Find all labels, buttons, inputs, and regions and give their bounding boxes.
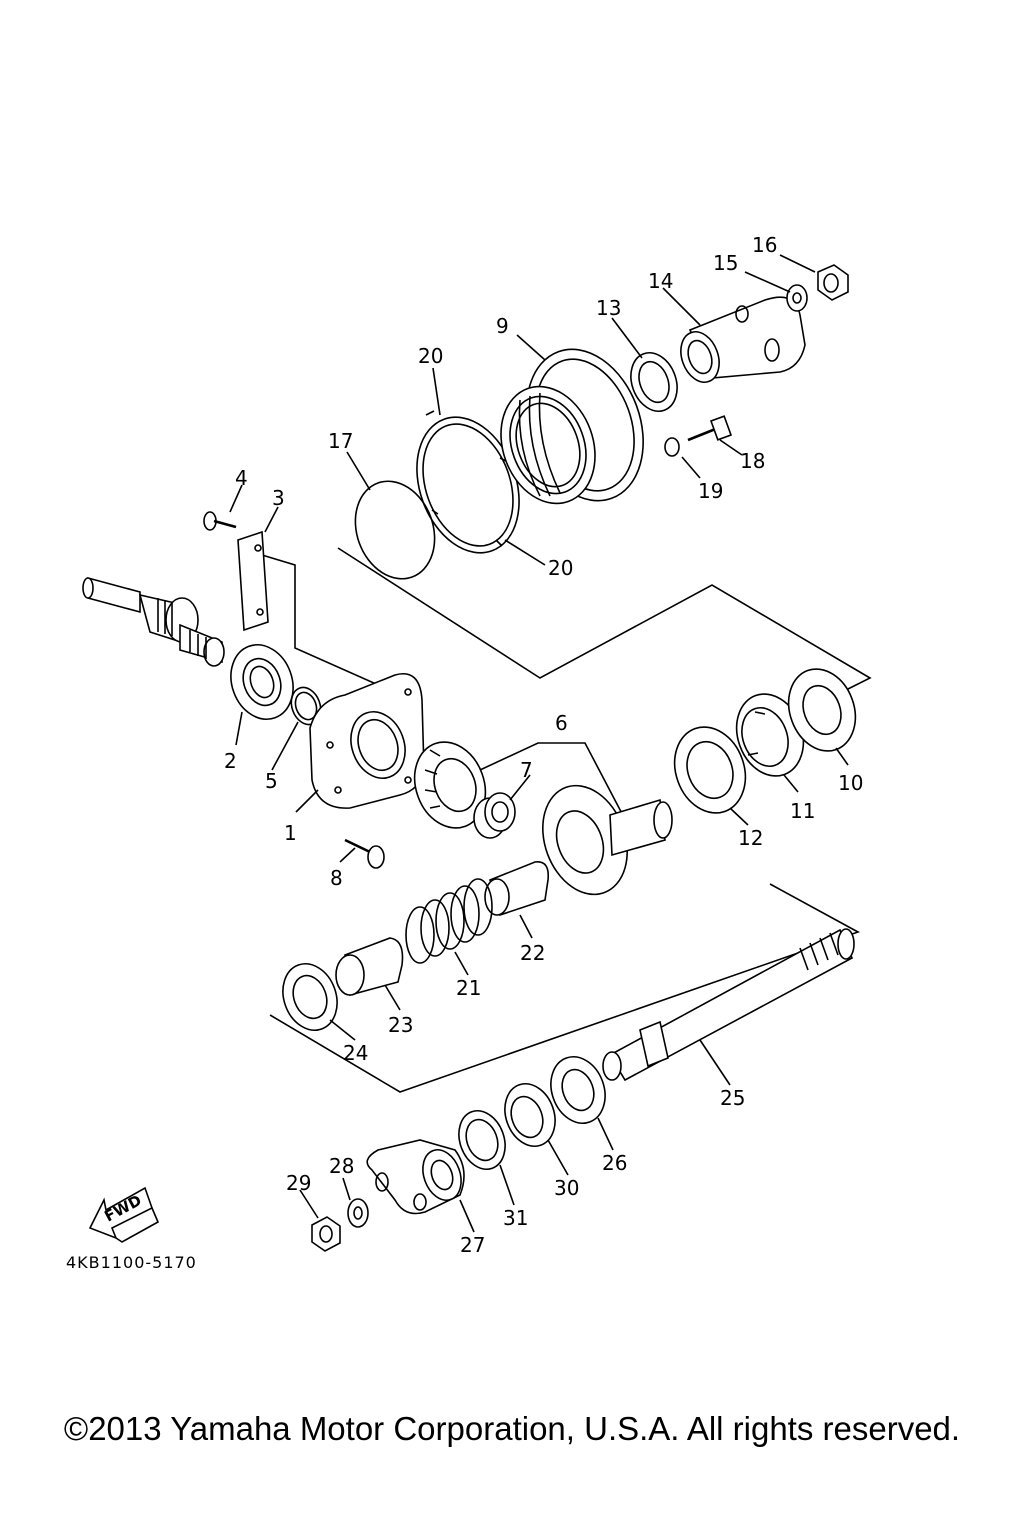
part-label-20-upper: 20 (418, 344, 443, 368)
part-label-7: 7 (520, 758, 533, 782)
part-label-9: 9 (496, 314, 509, 338)
part-6-bevel-gear-small (413, 741, 487, 829)
part-16-nut (817, 264, 849, 301)
part-2-bearing (230, 644, 294, 720)
part-label-19: 19 (698, 479, 723, 503)
part-label-22: 22 (520, 941, 545, 965)
part-label-27: 27 (460, 1233, 485, 1257)
assembly-bracket-gear (479, 742, 629, 826)
part-label-24: 24 (343, 1041, 368, 1065)
part-label-16: 16 (752, 233, 777, 257)
assembly-bracket-upper (337, 547, 872, 693)
part-9-housing (500, 348, 644, 505)
part-27-yoke (366, 1139, 465, 1215)
part-label-17: 17 (328, 429, 353, 453)
part-30-ring-nut (504, 1083, 556, 1147)
part-label-15: 15 (713, 251, 738, 275)
part-7-collar (473, 792, 516, 839)
part-label-10: 10 (838, 771, 863, 795)
part-label-23: 23 (388, 1013, 413, 1037)
part-11-ring-nut (735, 693, 805, 777)
assembly-bracket-plate (261, 554, 386, 689)
part-8-bolt (344, 838, 385, 869)
part-label-29: 29 (286, 1171, 311, 1195)
part-24-bearing (282, 963, 338, 1031)
assembly-bracket-lower (269, 883, 860, 1093)
part-4-screw (203, 511, 237, 531)
copyright-notice: ©2013 Yamaha Motor Corporation, U.S.A. A… (63, 1410, 961, 1447)
part-26-bearing (550, 1056, 606, 1124)
part-15-washer (786, 284, 808, 312)
part-label-13: 13 (596, 296, 621, 320)
part-label-26: 26 (602, 1151, 627, 1175)
part-13-oil-seal (630, 352, 678, 412)
part-label-2: 2 (224, 749, 237, 773)
part-10-bearing (787, 668, 857, 752)
leader-lines (229, 254, 849, 1233)
part-1-bearing-housing (309, 673, 425, 809)
part-6-bevel-gear-large (542, 784, 673, 896)
part-label-25: 25 (720, 1086, 745, 1110)
part-label-20-lower: 20 (548, 556, 573, 580)
part-3-plate (237, 530, 269, 632)
part-31-seal (458, 1110, 506, 1170)
part-29-nut (311, 1216, 341, 1252)
part-label-5: 5 (265, 769, 278, 793)
part-label-4: 4 (235, 466, 248, 490)
diagram-code: 4KB1100-5170 (66, 1253, 197, 1272)
part-label-21: 21 (456, 976, 481, 1000)
part-label-8: 8 (330, 866, 343, 890)
part-19-washer (664, 437, 680, 457)
part-21-spring (405, 878, 493, 964)
part-18-bolt (687, 415, 733, 442)
part-label-28: 28 (329, 1154, 354, 1178)
part-label-18: 18 (740, 449, 765, 473)
fwd-arrow-icon: FWD (88, 1186, 160, 1243)
part-label-30: 30 (554, 1176, 579, 1200)
part-12-bearing (673, 726, 747, 814)
part-label-6: 6 (555, 711, 568, 735)
pinion-shaft (82, 576, 225, 667)
part-20-gasket (416, 410, 520, 554)
part-label-14: 14 (648, 269, 673, 293)
part-label-3: 3 (272, 486, 285, 510)
part-23-spacer (335, 937, 404, 997)
part-28-washer (347, 1198, 369, 1228)
part-22-cam (484, 861, 550, 917)
part-label-1: 1 (284, 821, 297, 845)
part-17-cover-disc (354, 480, 436, 580)
part-label-31: 31 (503, 1206, 528, 1230)
part-label-12: 12 (738, 826, 763, 850)
part-label-11: 11 (790, 799, 815, 823)
part-labels: 1 2 3 4 5 6 7 8 9 10 11 12 13 14 15 16 1… (224, 233, 863, 1257)
part-25-output-shaft (602, 928, 855, 1082)
part-14-yoke (680, 296, 806, 383)
